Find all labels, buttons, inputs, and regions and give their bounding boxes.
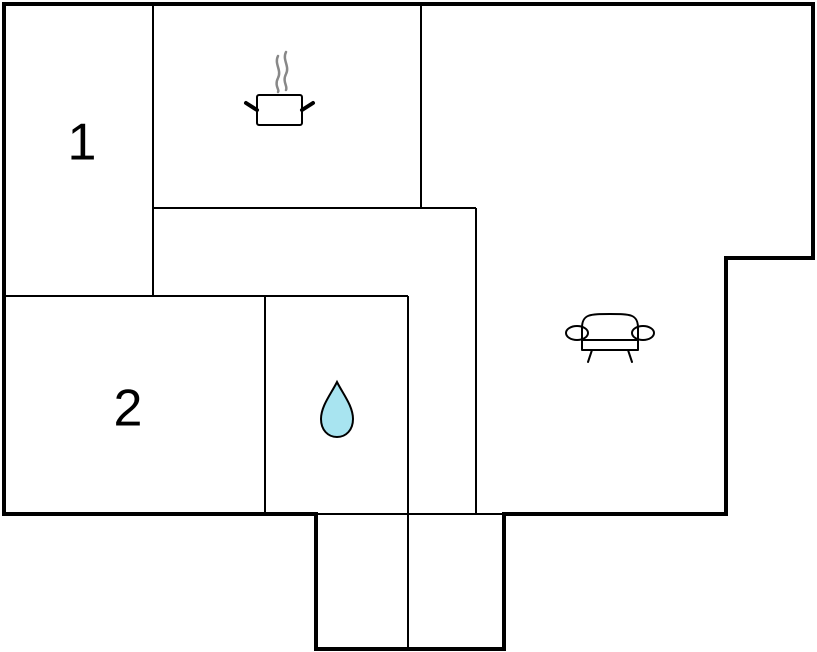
room-label-2: 2: [114, 380, 143, 438]
room-label-1: 1: [68, 114, 97, 172]
water-drop-icon: [319, 379, 355, 439]
sofa-icon: [565, 313, 655, 363]
cooking-pot-icon: [244, 50, 315, 126]
interior-walls: [4, 4, 504, 649]
